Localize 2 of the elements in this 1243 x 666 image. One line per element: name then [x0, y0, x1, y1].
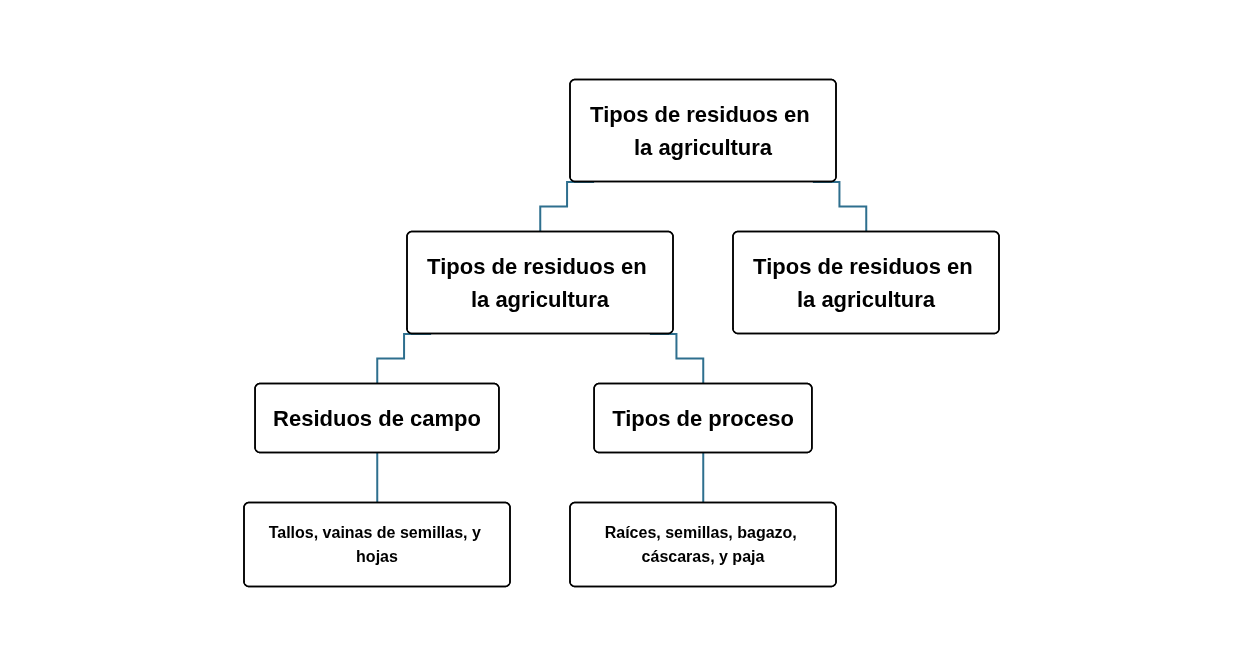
connector — [376, 452, 379, 504]
connector — [702, 452, 705, 504]
